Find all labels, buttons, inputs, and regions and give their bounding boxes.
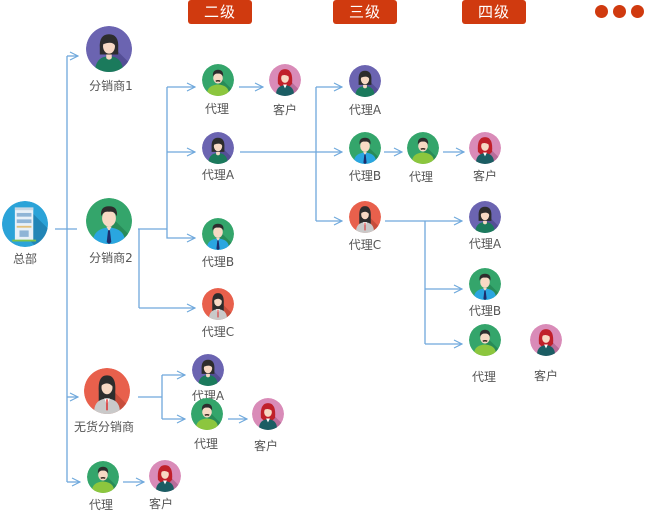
node-label: 代理A [348, 103, 382, 117]
node-customer[interactable] [269, 64, 301, 100]
agent-avatar-icon [202, 64, 234, 96]
agent-avatar-icon [202, 218, 234, 250]
node-label: 总部 [12, 252, 38, 266]
agent-avatar-icon [86, 26, 132, 72]
agent-avatar-icon [469, 324, 501, 356]
node-agent[interactable] [191, 398, 223, 434]
agent-avatar-icon [349, 201, 381, 233]
agent-avatar-icon [202, 288, 234, 320]
node-distributor-1[interactable] [86, 26, 132, 76]
node-agent[interactable] [87, 461, 119, 497]
more-dot [595, 5, 608, 18]
node-label: 代理B [468, 304, 502, 318]
agent-avatar-icon [191, 398, 223, 430]
agent-avatar-icon [349, 132, 381, 164]
node-label: 客户 [148, 497, 174, 511]
customer-avatar-icon [530, 324, 562, 356]
node-label: 代理A [201, 168, 235, 182]
agent-avatar-icon [469, 201, 501, 233]
level-badge-3: 三级 [333, 0, 397, 24]
node-customer[interactable] [469, 132, 501, 168]
node-label: 代理A [191, 389, 225, 403]
agent-avatar-icon [349, 65, 381, 97]
level-badge-2: 二级 [188, 0, 252, 24]
node-agent[interactable] [407, 132, 439, 168]
node-label: 代理B [201, 255, 235, 269]
node-customer[interactable] [530, 324, 562, 360]
node-agent-b[interactable] [349, 132, 381, 168]
node-label: 代理 [471, 370, 497, 384]
node-label: 客户 [533, 369, 559, 383]
agent-avatar-icon [86, 198, 132, 244]
node-label: 客户 [253, 439, 279, 453]
node-label: 代理B [348, 169, 382, 183]
node-label: 代理A [468, 237, 502, 251]
node-label: 代理 [204, 102, 230, 116]
node-label: 无货分销商 [73, 420, 135, 434]
node-agent-a[interactable] [202, 132, 234, 168]
node-agent-a[interactable] [469, 201, 501, 237]
arrow-d2-agentB [166, 229, 195, 238]
node-label: 代理 [193, 437, 219, 451]
more-dot [631, 5, 644, 18]
node-label: 分销商1 [89, 79, 133, 93]
node-agent-b[interactable] [202, 218, 234, 254]
node-agent[interactable] [469, 324, 501, 360]
node-label: 客户 [472, 169, 498, 183]
customer-avatar-icon [252, 398, 284, 430]
node-distributor-2[interactable] [86, 198, 132, 248]
agent-avatar-icon [469, 268, 501, 300]
agent-avatar-icon [407, 132, 439, 164]
node-label: 代理 [88, 498, 114, 512]
customer-avatar-icon [469, 132, 501, 164]
building-icon [2, 201, 48, 247]
agent-avatar-icon [202, 132, 234, 164]
node-no-stock-distributor[interactable] [84, 368, 130, 418]
node-agent-a[interactable] [349, 65, 381, 101]
node-agent-b[interactable] [469, 268, 501, 304]
agent-avatar-icon [87, 461, 119, 493]
more-dot [613, 5, 626, 18]
node-label: 客户 [272, 103, 298, 117]
node-label: 代理C [201, 325, 235, 339]
node-agent-c[interactable] [202, 288, 234, 324]
node-label: 代理C [348, 238, 382, 252]
agent-avatar-icon [192, 354, 224, 386]
node-customer[interactable] [149, 460, 181, 496]
node-agent-a[interactable] [192, 354, 224, 390]
node-label: 代理 [408, 170, 434, 184]
node-label: 分销商2 [89, 251, 133, 265]
agent-avatar-icon [84, 368, 130, 414]
customer-avatar-icon [269, 64, 301, 96]
level-badge-4: 四级 [462, 0, 526, 24]
node-agent-c[interactable] [349, 201, 381, 237]
node-customer[interactable] [252, 398, 284, 434]
customer-avatar-icon [149, 460, 181, 492]
node-hq[interactable] [2, 201, 48, 251]
node-agent[interactable] [202, 64, 234, 100]
